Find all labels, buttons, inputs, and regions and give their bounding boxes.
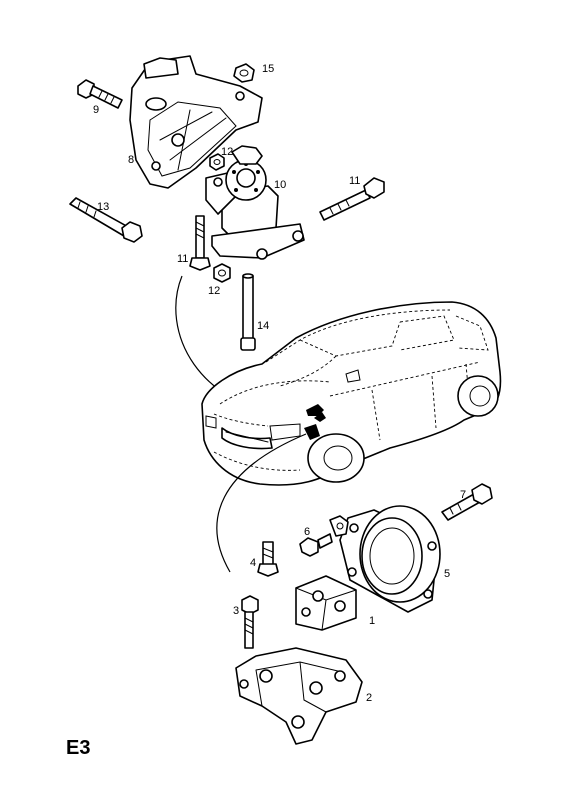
callout-14: 14	[257, 320, 269, 332]
bracket-8-icon	[129, 55, 263, 189]
callout-10: 10	[274, 179, 286, 191]
callout-13: 13	[97, 201, 109, 213]
hatchback-car-icon	[201, 301, 502, 486]
bolt-11-right-icon	[319, 177, 385, 221]
nut-12-lower-icon	[213, 263, 231, 283]
bracket-2-icon	[235, 647, 363, 745]
stud-14-icon	[240, 273, 256, 351]
callout-8: 8	[128, 154, 134, 166]
leader-lower-icon	[216, 433, 307, 573]
callout-11-right: 11	[349, 175, 360, 187]
callout-2: 2	[366, 692, 372, 704]
bolt-7-icon	[441, 483, 493, 521]
figure-code: E3	[66, 737, 90, 759]
callout-6: 6	[304, 526, 310, 538]
callout-15: 15	[262, 63, 274, 75]
callout-12-lower: 12	[208, 285, 220, 297]
bolt-4-icon	[257, 541, 279, 577]
nut-12-upper-icon	[209, 153, 225, 171]
bolt-13-icon	[69, 197, 143, 243]
engine-mount-10-icon	[205, 145, 305, 260]
callout-1: 1	[369, 615, 375, 627]
bolt-6-icon	[299, 515, 349, 557]
callout-11-vertical: 11	[177, 253, 188, 265]
bolt-3-icon	[241, 595, 259, 649]
callout-7: 7	[460, 489, 466, 501]
nut-15-icon	[233, 63, 255, 83]
callout-3: 3	[233, 605, 239, 617]
bolt-9-icon	[77, 79, 123, 109]
callout-4: 4	[250, 557, 256, 569]
callout-12-upper: 12	[221, 146, 233, 158]
mount-5-icon	[339, 505, 441, 613]
callout-9: 9	[93, 104, 99, 116]
bolt-11-vertical-icon	[189, 215, 211, 271]
mount-block-1-icon	[295, 575, 357, 631]
callout-5: 5	[444, 568, 450, 580]
